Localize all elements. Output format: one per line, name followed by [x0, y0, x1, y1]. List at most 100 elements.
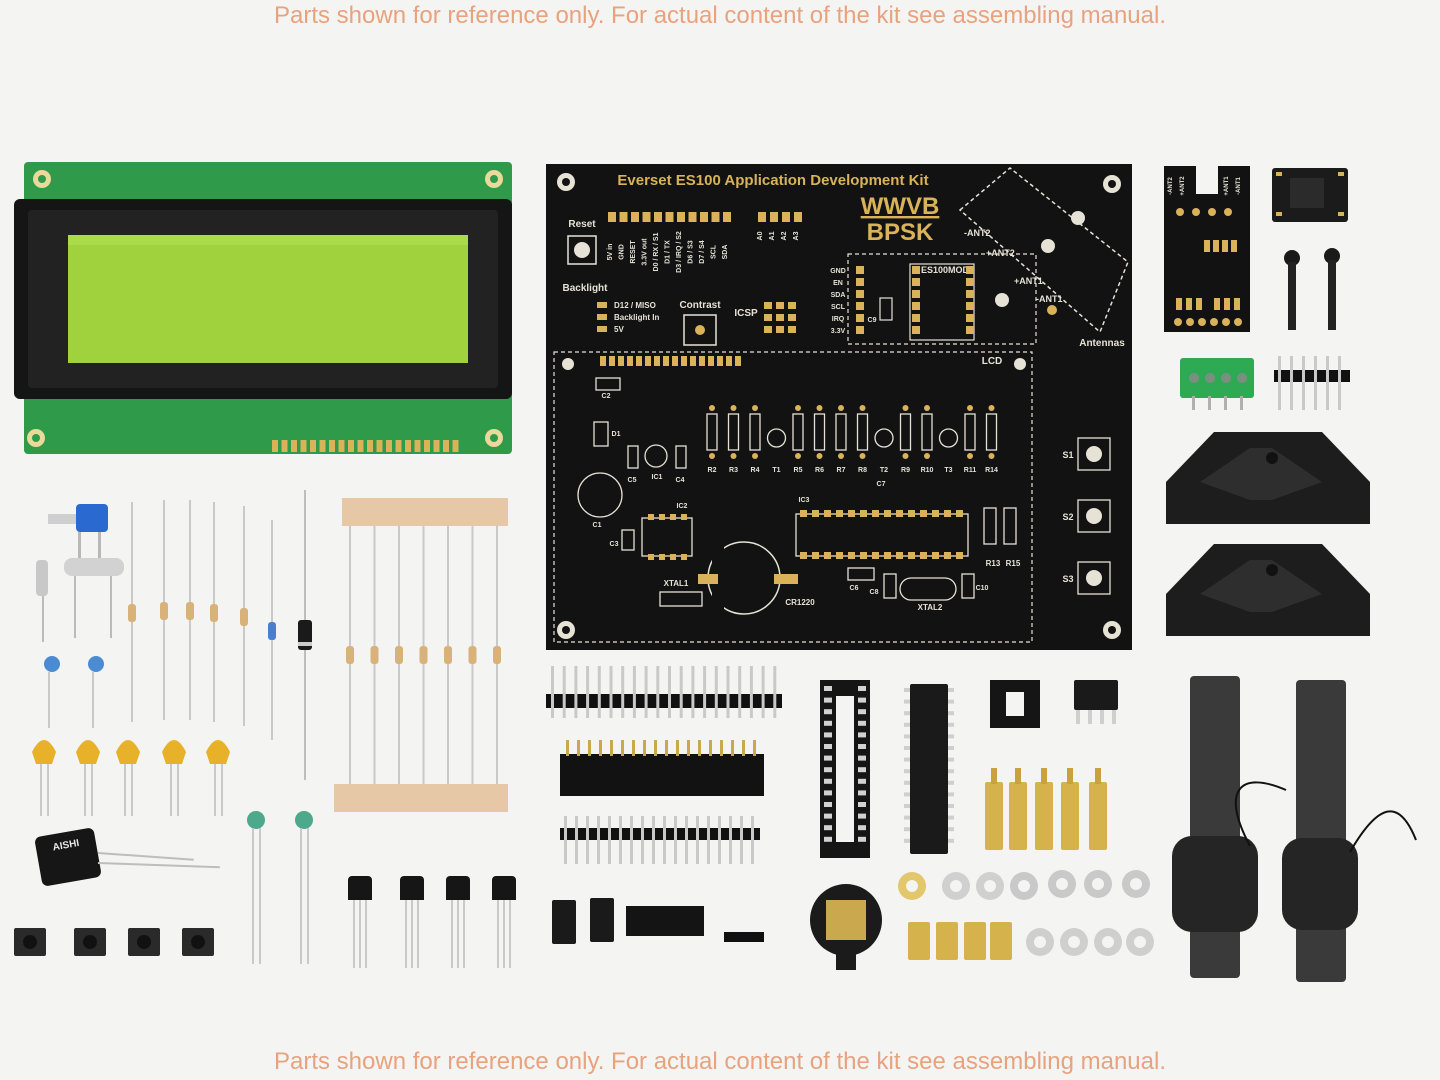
header-pin-label: RESET [630, 240, 637, 264]
module-board-label: +ANT2 [1180, 176, 1186, 196]
ant-label-1: -ANT2 [964, 228, 991, 238]
resistor-tape-strip [334, 498, 508, 812]
loose-resistor [240, 608, 248, 626]
cap-label: C2 [602, 393, 611, 400]
resistor-label: R11 [964, 467, 977, 474]
pcb-logo-bpsk: BPSK [867, 219, 934, 246]
ceramic-capacitor-yellow [206, 740, 230, 764]
brass-spacer [990, 922, 1012, 960]
brass-standoff [1035, 782, 1053, 850]
diode [298, 490, 312, 780]
cap-label: C7 [877, 481, 886, 488]
header-pin-label: 3.3V out [642, 238, 649, 266]
pin-header-double [560, 816, 760, 864]
cap-label: C8 [870, 589, 879, 596]
switch-label: S2 [1062, 512, 1073, 522]
ant-label-3: +ANT1 [1014, 276, 1043, 286]
backlight-label: Backlight [562, 283, 608, 294]
header-pin-label: D3 / IRQ / S2 [676, 231, 683, 273]
switch-footprint [1077, 499, 1111, 533]
tape-resistor [370, 646, 379, 664]
module-board-label: -ANT2 [1168, 177, 1174, 195]
tactile-switches [14, 928, 214, 956]
brass-standoff [985, 782, 1003, 850]
resistor-label: R8 [858, 467, 867, 474]
switch-footprint [1077, 437, 1111, 471]
electrolytic-capacitor: AISHI [35, 828, 220, 886]
r13-label: R13 [986, 559, 1001, 568]
tape-resistor [444, 646, 452, 664]
ant-label-4: -ANT1 [1036, 294, 1063, 304]
tape-resistor [468, 646, 477, 664]
ceramic-capacitor-yellow [76, 740, 100, 764]
brass-spacer [936, 922, 958, 960]
disclaimer-top: Parts shown for reference only. For actu… [273, 2, 1166, 29]
battery-holder [810, 884, 882, 970]
pin-header-long [546, 666, 782, 718]
es-pin-label: 3.3V [831, 328, 846, 335]
crystal-oscillators [36, 558, 124, 642]
cap-label: IC1 [652, 474, 663, 481]
resistor-footprint [727, 413, 740, 451]
antenna-holder-1 [1166, 432, 1370, 524]
loose-resistor [128, 604, 136, 622]
brass-standoff [1089, 782, 1107, 850]
analog-pin-label: A0 [757, 231, 764, 240]
r15-label: R15 [1006, 559, 1021, 568]
resistor-footprint [856, 413, 869, 451]
tape-resistor [346, 646, 354, 664]
es100-chip-module [1272, 168, 1348, 222]
antennas-label: Antennas [1079, 338, 1125, 349]
icsp-label: ICSP [734, 308, 758, 319]
brass-spacer [908, 922, 930, 960]
switch-label: S3 [1062, 574, 1073, 584]
female-header [560, 740, 764, 796]
cap-label: C3 [610, 541, 619, 548]
resistor-label: R14 [985, 467, 998, 474]
resistor-label: R2 [708, 467, 717, 474]
xtal2-label: XTAL2 [918, 603, 943, 612]
ceramic-capacitor-blue [44, 656, 60, 672]
es100-module-board: -ANT2+ANT2+ANT1-ANT1 [1164, 166, 1250, 332]
lcd-label: LCD [982, 356, 1003, 367]
mounting-screws [1284, 248, 1340, 330]
ic-socket-8 [990, 680, 1040, 728]
ant-label-2: +ANT2 [986, 248, 1015, 258]
header-pin-label: SDA [722, 245, 729, 260]
ferrite-antennas [1172, 676, 1417, 982]
loose-resistors [128, 500, 276, 740]
resistor-footprint [749, 413, 761, 451]
header-pin-label: GND [619, 244, 626, 260]
es-pin-label: EN [833, 280, 843, 287]
transistor-footprint [938, 428, 959, 448]
capacitor-brand-label: AISHI [52, 838, 80, 854]
header-pin-label: D6 / S3 [688, 240, 695, 263]
tape-resistor [419, 646, 428, 664]
module-footprint-label: ES100MOD [921, 265, 970, 275]
main-pcb: Everset ES100 Application Development Ki… [546, 164, 1132, 650]
cap-label: C1 [593, 522, 602, 529]
analog-pin-label: A1 [769, 231, 776, 240]
header-pin-label: D0 / RX / S1 [653, 232, 660, 271]
resistor-footprint [899, 413, 912, 451]
transistors [348, 876, 516, 968]
cap-label: IC2 [677, 503, 688, 510]
loose-resistor [210, 604, 218, 622]
brass-standoff [1009, 782, 1027, 850]
analog-pin-label: A3 [793, 231, 800, 240]
loose-resistor [186, 602, 194, 620]
cap-label: C10 [976, 585, 989, 592]
resistor-label: R5 [794, 467, 803, 474]
transistor-footprint [766, 428, 787, 448]
loose-resistor [268, 622, 276, 640]
header-pin-label: 5V in [607, 244, 614, 261]
jumper-label-1: D12 / MISO [614, 301, 656, 310]
ceramic-capacitor-yellow [162, 740, 186, 764]
pcb-title: Everset ES100 Application Development Ki… [617, 172, 928, 189]
header-pin-label: SCL [711, 244, 718, 259]
green-capacitors [247, 811, 313, 964]
resistor-footprint [964, 413, 976, 451]
jumper-label-3: 5V [614, 325, 624, 334]
green-capacitor [247, 811, 265, 829]
